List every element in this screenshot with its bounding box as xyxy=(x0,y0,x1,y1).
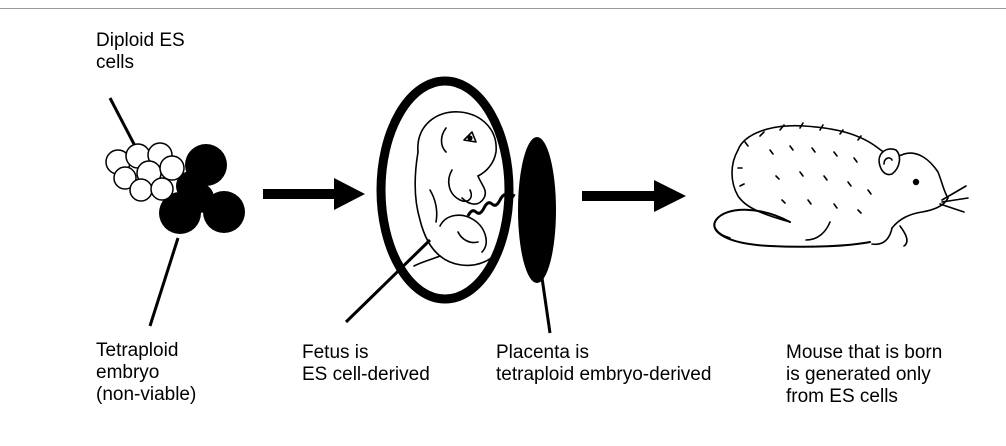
tetraploid-label-leader xyxy=(150,238,178,326)
mouse-label: Mouse that is born is generated only fro… xyxy=(786,342,942,408)
mouse-icon xyxy=(714,123,968,247)
es-label-leader xyxy=(110,98,135,146)
placenta-icon xyxy=(518,137,556,283)
es-cell-cluster xyxy=(106,143,184,201)
diploid-es-label: Diploid ES cells xyxy=(96,30,185,74)
placenta-label: Placenta is tetraploid embryo-derived xyxy=(496,342,711,386)
fetus-label: Fetus is ES cell-derived xyxy=(302,342,430,386)
tetraploid-label: Tetraploid embryo (non-viable) xyxy=(96,340,196,406)
arrow-right-1 xyxy=(263,178,365,210)
arrow-right-2 xyxy=(582,180,686,212)
